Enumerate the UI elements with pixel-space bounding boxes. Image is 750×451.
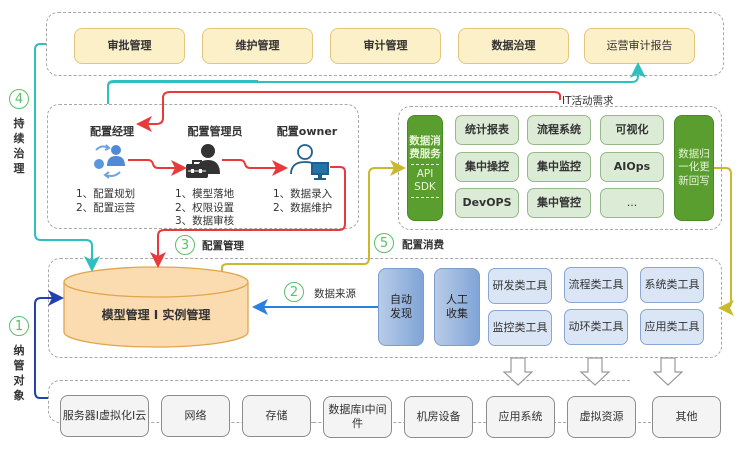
audit-management[interactable]: 审计管理 [330, 28, 441, 64]
label-char: 管 [13, 358, 25, 372]
tool-workflow[interactable]: 流程类工具 [564, 267, 628, 303]
down-arrow-icon [502, 357, 534, 386]
step-2-label: 数据来源 [314, 288, 356, 300]
step-1-marker: 1 [9, 316, 29, 336]
cyan-flow-audit [107, 62, 646, 104]
maintenance-management[interactable]: 维护管理 [202, 28, 313, 64]
data-governance[interactable]: 数据治理 [458, 28, 569, 64]
yellow-flow-writeback [714, 167, 734, 316]
role-title-config-owner: 配置owner [276, 125, 338, 138]
writeback-line1: 数据归 [678, 148, 710, 161]
red-flow-it-demand [136, 91, 561, 132]
step-4-marker: 4 [9, 89, 29, 109]
step-5-label: 配置消费 [402, 239, 444, 251]
consumer-workflow-system[interactable]: 流程系统 [527, 115, 591, 145]
step-3-label: 配置管理 [202, 240, 244, 252]
auto-discovery[interactable]: 自动 发现 [378, 268, 424, 346]
yellow-flow-consumption [221, 160, 406, 272]
tool-monitoring[interactable]: 监控类工具 [488, 310, 552, 346]
tool-rd[interactable]: 研发类工具 [488, 268, 552, 304]
consumer-central-monitoring[interactable]: 集中监控 [527, 152, 591, 182]
api-label: API [416, 168, 434, 180]
consumer-aiops[interactable]: AIOps [600, 152, 664, 182]
cmdb-database[interactable] [62, 265, 250, 349]
tool-system[interactable]: 系统类工具 [640, 267, 704, 303]
duty-item: 3、数据审核 [175, 215, 235, 228]
role-duties-config-owner: 1、数据录入 2、数据维护 [273, 188, 332, 215]
step-5-marker: 5 [374, 233, 394, 253]
label-char: 象 [13, 388, 25, 402]
step-1-label: 纳 管 对 象 [12, 344, 26, 403]
data-consumption-service[interactable]: 数据消 费服务 API SDK [407, 115, 443, 221]
consumer-statistics-report[interactable]: 统计报表 [455, 115, 519, 145]
navy-flow-objects [34, 290, 64, 399]
consumer-central-operation[interactable]: 集中操控 [455, 152, 519, 182]
writeback-line2: 一化更 [678, 161, 710, 174]
role-title-config-manager: 配置经理 [90, 125, 134, 138]
tool-application[interactable]: 应用类工具 [640, 309, 704, 345]
sdk-label: SDK [414, 181, 436, 194]
auto-discovery-line2: 发现 [390, 307, 412, 320]
separator [411, 197, 439, 199]
service-title-line2: 费服务 [409, 147, 441, 160]
red-flow-config-mgmt [150, 166, 346, 268]
down-arrow-icon [579, 357, 611, 386]
object-virtual-resource[interactable]: 虚拟资源 [567, 396, 636, 438]
consumer-central-control[interactable]: 集中管控 [527, 188, 591, 218]
label-char: 对 [13, 373, 25, 387]
separator [411, 164, 439, 165]
label-char: 持 [13, 117, 25, 130]
red-flow-manager-admin [128, 159, 187, 176]
consumer-visualization[interactable]: 可视化 [600, 115, 664, 145]
roles-layer [47, 104, 359, 229]
label-char: 纳 [13, 344, 25, 357]
object-other[interactable]: 其他 [652, 396, 721, 438]
label-char: 治 [13, 146, 25, 160]
approval-management[interactable]: 审批管理 [74, 28, 185, 64]
red-flow-admin-owner [222, 159, 288, 176]
duty-item: 1、模型落地 [175, 188, 235, 200]
step-2-marker: 2 [284, 282, 304, 302]
role-title-config-admin: 配置管理员 [187, 125, 243, 138]
governance-layer [46, 12, 724, 76]
duty-item: 1、数据录入 [273, 188, 333, 200]
operations-audit-report[interactable]: 运营审计报告 [584, 28, 695, 64]
consumer-more[interactable]: ... [600, 188, 664, 218]
object-storage[interactable]: 存储 [242, 395, 311, 437]
config-manager-icon [94, 144, 125, 179]
step-4-label: 持 续 治 理 [12, 117, 26, 176]
object-database-middleware[interactable]: 数据库I中间件 [323, 396, 392, 438]
manual-collection[interactable]: 人工 收集 [434, 268, 480, 346]
writeback-line3: 新回写 [678, 174, 710, 187]
object-network[interactable]: 网络 [161, 395, 230, 437]
label-char: 理 [13, 161, 25, 175]
cmdb-database-label: 模型管理 I 实例管理 [101, 307, 211, 322]
down-arrow-icon [652, 357, 684, 386]
config-admin-icon [186, 144, 220, 178]
cyan-flow-governance [34, 43, 100, 272]
role-duties-config-manager: 1、配置规划 2、配置运营 [76, 188, 135, 215]
manual-collection-line2: 收集 [446, 307, 468, 320]
manual-collection-line1: 人工 [446, 293, 468, 307]
auto-discovery-line1: 自动 [390, 293, 412, 307]
role-duties-config-admin: 1、模型落地 2、权限设置 3、数据审核 [175, 188, 234, 229]
duty-item: 2、数据维护 [273, 201, 333, 214]
config-owner-icon [290, 144, 329, 180]
duty-item: 2、权限设置 [175, 201, 235, 214]
data-normalization-writeback[interactable]: 数据归 一化更 新回写 [674, 115, 714, 221]
objects-layer-right [310, 380, 630, 423]
label-char: 续 [13, 131, 25, 145]
service-title-line1: 数据消 [409, 134, 441, 147]
consumer-devops[interactable]: DevOPS [455, 188, 519, 218]
step-3-marker: 3 [175, 235, 195, 255]
object-server-virtual-cloud[interactable]: 服务器I虚拟化I云 [60, 395, 149, 437]
object-application-system[interactable]: 应用系统 [486, 396, 555, 438]
tool-environment[interactable]: 动环类工具 [564, 309, 628, 345]
object-datacenter-equipment[interactable]: 机房设备 [404, 396, 473, 438]
duty-item: 1、配置规划 [76, 188, 136, 200]
duty-item: 2、配置运营 [76, 201, 136, 214]
it-demand-label: IT活动需求 [562, 95, 614, 107]
